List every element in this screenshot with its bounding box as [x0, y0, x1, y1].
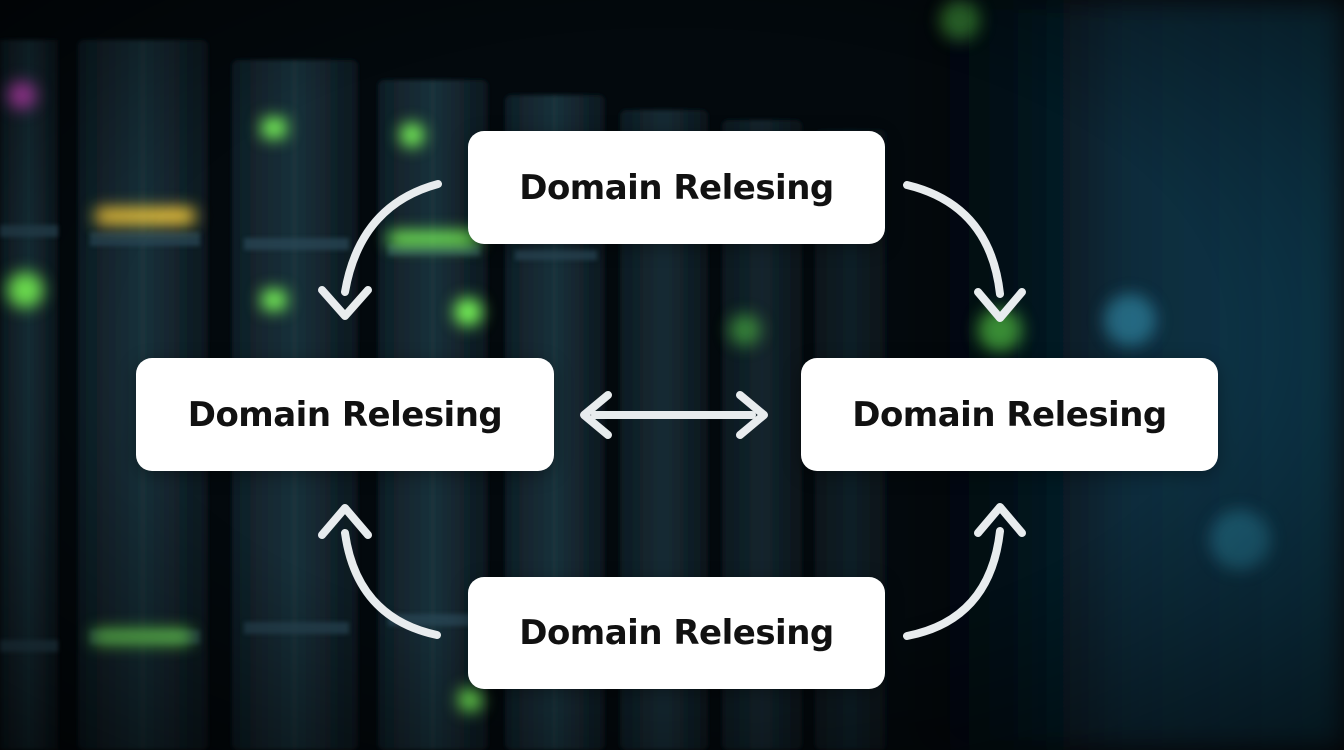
node-top: Domain Relesing: [468, 131, 885, 244]
arrow-top-to-right-head: [974, 288, 1026, 322]
node-right: Domain Relesing: [801, 358, 1218, 471]
arrow-left-right-head-left: [580, 391, 612, 439]
arrow-top-to-right: [903, 181, 1004, 298]
node-left: Domain Relesing: [136, 358, 554, 471]
arrow-top-to-left-head: [318, 286, 372, 320]
arrow-left-right-head-right: [736, 391, 768, 439]
node-bottom-label: Domain Relesing: [519, 613, 834, 653]
node-left-label: Domain Relesing: [187, 394, 503, 435]
arrow-top-to-left: [341, 180, 442, 296]
node-top-label: Domain Relesing: [519, 167, 834, 208]
node-right-label: Domain Relesing: [852, 394, 1167, 435]
arrow-bottom-to-left: [341, 529, 441, 639]
arrow-bottom-to-right-head: [974, 503, 1026, 537]
node-bottom: Domain Relesing: [468, 577, 885, 689]
arrow-bottom-to-left-head: [318, 504, 372, 539]
arrow-bottom-to-right: [903, 527, 1004, 640]
